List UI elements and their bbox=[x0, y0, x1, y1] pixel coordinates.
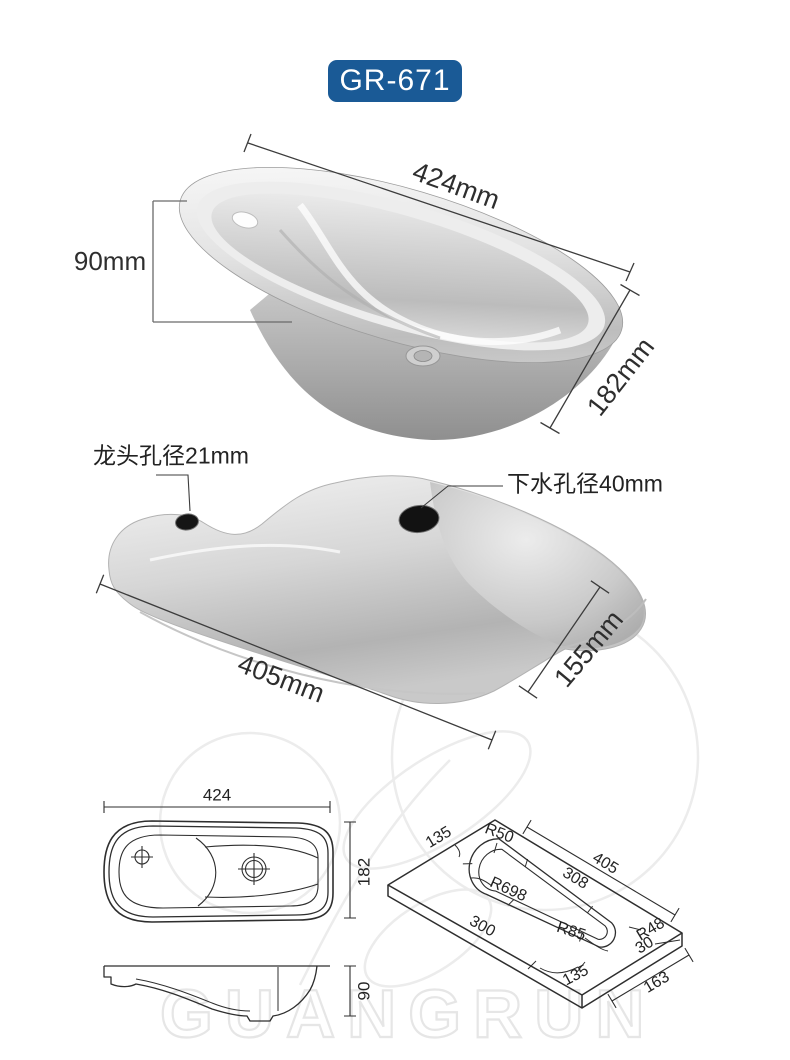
top-view-outline bbox=[103, 820, 334, 923]
watermark-text: GUANGRUN bbox=[160, 976, 656, 1052]
drawing-iso-view bbox=[387, 819, 694, 1009]
basin-contour-shadow bbox=[278, 229, 441, 340]
drawing-dim-424: 424 bbox=[202, 785, 232, 805]
dim-line-405-iso bbox=[522, 819, 680, 923]
drawing-top-view bbox=[103, 801, 356, 923]
photo-top-dimension-lines bbox=[152, 133, 640, 435]
top-view-basin-inner bbox=[118, 834, 319, 909]
drawing-side-view bbox=[103, 965, 356, 1022]
dim-line-182 bbox=[540, 283, 640, 435]
top-view-contours bbox=[204, 844, 319, 898]
faucet-hole bbox=[175, 513, 199, 531]
dim-line-424-drawing bbox=[103, 801, 331, 813]
iso-leaders bbox=[454, 842, 681, 974]
dim-label-height-top: 90mm bbox=[73, 246, 147, 276]
underside-dome-shade bbox=[430, 482, 644, 649]
dim-line-90 bbox=[152, 200, 292, 323]
faucet-hole-top bbox=[231, 211, 259, 229]
drawing-dim-90: 90 bbox=[354, 981, 374, 1001]
model-number: GR-671 bbox=[339, 64, 451, 97]
iso-cutout bbox=[462, 838, 617, 948]
side-view-inner-line bbox=[135, 978, 251, 1012]
underside-crease bbox=[149, 543, 341, 562]
leader-drain-hole bbox=[420, 485, 503, 509]
photo-underside-dimension-lines bbox=[95, 474, 610, 750]
dim-line-424 bbox=[243, 133, 635, 282]
dim-line-163-iso bbox=[607, 947, 694, 1009]
top-view-deck-divider bbox=[195, 837, 217, 907]
model-badge: GR-671 bbox=[328, 60, 462, 102]
top-view-rim-inner bbox=[108, 825, 329, 918]
drain-hole bbox=[398, 504, 440, 534]
iso-cutout-inner bbox=[478, 848, 608, 940]
product-photo-top bbox=[178, 166, 624, 441]
product-photo-underside bbox=[108, 475, 647, 704]
top-view-faucet-mark bbox=[131, 846, 153, 868]
label-faucet-hole: 龙头孔径21mm bbox=[93, 442, 249, 469]
side-view-outline bbox=[103, 965, 330, 1022]
drawing-dim-182: 182 bbox=[354, 857, 374, 887]
dim-line-182-drawing bbox=[344, 821, 356, 919]
basin-bowl bbox=[211, 193, 589, 343]
dim-line-405 bbox=[95, 574, 497, 750]
iso-cutout-segment-ticks bbox=[462, 858, 593, 942]
iso-slab-thickness bbox=[387, 885, 683, 1009]
dim-line-155 bbox=[518, 580, 610, 699]
basin-contour-highlight bbox=[297, 202, 562, 346]
underside-rim-arc bbox=[139, 611, 486, 695]
underside-flange-arc bbox=[559, 598, 647, 649]
leader-faucet-hole bbox=[156, 474, 191, 512]
label-drain-hole: 下水孔径40mm bbox=[507, 470, 663, 497]
top-view-drain-mark bbox=[238, 853, 270, 885]
iso-cutout-outer bbox=[468, 838, 617, 948]
drain-top-inner bbox=[413, 350, 433, 362]
dim-line-90-drawing bbox=[344, 965, 356, 1017]
